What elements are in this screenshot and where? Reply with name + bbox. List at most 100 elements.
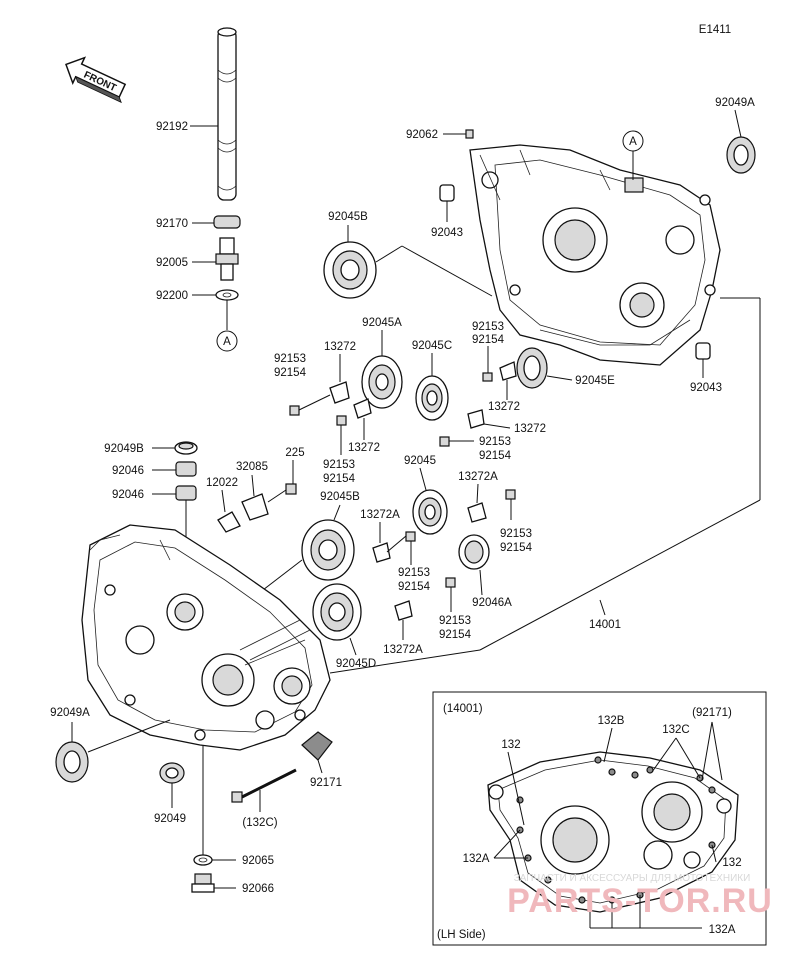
crankcase-leader-14001 <box>329 297 761 674</box>
label-92170: 92170 <box>156 218 188 230</box>
label-92045a: 92045A <box>362 317 402 329</box>
label-92045b-top: 92045B <box>328 211 368 223</box>
label-14001: 14001 <box>589 619 621 631</box>
left-crankcase <box>81 524 331 751</box>
label-225: 225 <box>285 447 304 459</box>
screw-13272-left <box>289 354 350 416</box>
inset-subtitle: (92171) <box>692 707 732 719</box>
screw-13272a-upper-right <box>467 483 516 523</box>
label-13272-left: 13272 <box>324 341 356 353</box>
label-92154-right: 92154 <box>479 450 512 462</box>
dowel-pin-92043-right <box>695 342 711 378</box>
label-92192: 92192 <box>156 121 188 133</box>
bearing-92045b-lower <box>249 504 355 601</box>
inset-label-132-right: 132 <box>722 857 741 869</box>
right-crankcase <box>469 144 721 366</box>
needle-bearing-92046-a <box>152 461 197 477</box>
label-92043-right: 92043 <box>690 382 722 394</box>
diagram-code: E1411 <box>699 24 731 36</box>
screw-13272-right <box>439 409 511 447</box>
label-92043-top: 92043 <box>431 227 463 239</box>
screw-13272a-mid <box>372 522 416 565</box>
hose-clamp-92170 <box>192 215 241 229</box>
bearing-92045 <box>412 467 448 535</box>
label-13272a-mid: 13272A <box>360 509 400 521</box>
label-92154-left: 92154 <box>274 367 307 379</box>
inset-side-label: (LH Side) <box>437 929 486 941</box>
cover-92171 <box>301 731 333 774</box>
label-92049b: 92049B <box>104 443 144 455</box>
label-92046-a: 92046 <box>112 465 144 477</box>
label-92045: 92045 <box>404 455 436 467</box>
washer-92065 <box>193 746 236 866</box>
label-92062: 92062 <box>406 129 438 141</box>
inset-label-132a-left: 132A <box>463 853 490 865</box>
washer-92200 <box>192 289 239 330</box>
inset-title: (14001) <box>443 703 483 715</box>
front-arrow-icon: FRONT <box>65 56 127 104</box>
oil-seal-92045e <box>516 347 573 389</box>
label-92065: 92065 <box>242 855 274 867</box>
label-92154-mid: 92154 <box>323 473 356 485</box>
label-92154-upper: 92154 <box>472 334 505 346</box>
label-92049: 92049 <box>154 813 186 825</box>
label-92153-bottom: 92153 <box>439 615 471 627</box>
part-labels: 92192 92170 92005 92200 A 92062 A 92049A… <box>50 97 755 895</box>
label-92045b-lower: 92045B <box>320 491 360 503</box>
label-92153-upper: 92153 <box>472 321 504 333</box>
bolt-132c <box>231 768 297 812</box>
label-92154-lower-mid: 92154 <box>398 581 431 593</box>
label-92045c: 92045C <box>412 340 452 352</box>
label-13272-upper-right: 13272 <box>488 401 520 413</box>
reference-circle-a-left <box>216 330 238 352</box>
dowel-pin-92043-top <box>439 184 455 222</box>
label-13272-right: 13272 <box>514 423 546 435</box>
label-13272-lower-mid: 13272 <box>348 442 380 454</box>
label-92154-lower-right: 92154 <box>500 542 533 554</box>
label-12022: 12022 <box>206 477 238 489</box>
guide-12022 <box>217 489 241 533</box>
label-92200: 92200 <box>156 290 188 302</box>
label-132c: (132C) <box>242 817 277 829</box>
label-13272a-bottom: 13272A <box>383 644 423 656</box>
oil-seal-92049a-left <box>55 719 171 783</box>
label-92153-mid: 92153 <box>323 459 355 471</box>
screw-washer-group-upper <box>482 346 517 400</box>
label-ref-a-left: A <box>223 336 231 348</box>
oil-seal-92049b <box>152 441 198 455</box>
bearing-92045a <box>361 330 403 409</box>
bearing-92045c <box>415 353 449 421</box>
label-92153-left: 92153 <box>274 353 306 365</box>
inset-bolt-holes <box>516 756 716 904</box>
label-92045d: 92045D <box>336 658 376 670</box>
label-92154-bottom: 92154 <box>439 629 472 641</box>
label-92153-right: 92153 <box>479 436 511 448</box>
watermark-subtext: ЗАПЧАСТИ И АКСЕССУАРЫ ДЛЯ МОТОТЕХНИКИ <box>514 873 751 884</box>
inset-label-132c: 132C <box>662 724 690 736</box>
label-92046-b: 92046 <box>112 489 144 501</box>
reference-circle-a-right <box>622 130 644 180</box>
screw-13272a-lower <box>394 577 456 640</box>
nipple-92005 <box>192 237 239 281</box>
label-ref-a-right: A <box>629 136 637 148</box>
label-92045e: 92045E <box>575 375 615 387</box>
inset-crankcase <box>487 751 739 913</box>
label-92153-lower-right: 92153 <box>500 528 532 540</box>
label-92153-lower-mid: 92153 <box>398 567 430 579</box>
bearing-92045d <box>312 583 362 656</box>
holder-32085 <box>241 474 269 521</box>
bolt-225 <box>267 460 297 503</box>
oil-seal-92049 <box>159 762 185 808</box>
inset-label-132-left: 132 <box>501 739 520 751</box>
label-92049a-top: 92049A <box>715 97 755 109</box>
label-92005: 92005 <box>156 257 188 269</box>
bearing-92045b-top <box>323 225 493 299</box>
inset-panel: (14001) (92171) (LH Side) <box>432 691 767 946</box>
label-92066: 92066 <box>242 883 274 895</box>
watermark: ЗАПЧАСТИ И АКСЕССУАРЫ ДЛЯ МОТОТЕХНИКИ PA… <box>507 873 772 920</box>
needle-bearing-92046a <box>458 534 490 596</box>
oil-seal-92049a-top <box>726 109 756 174</box>
label-13272a-top: 13272A <box>458 471 498 483</box>
screw-13272-mid <box>336 398 372 455</box>
